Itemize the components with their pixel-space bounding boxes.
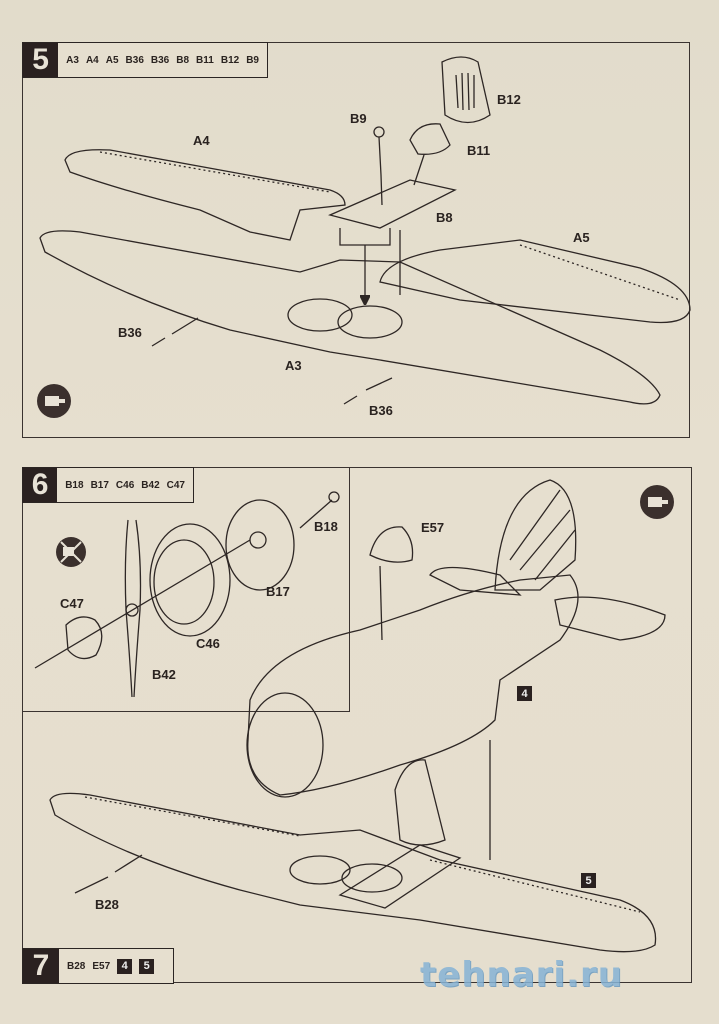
- part-label-b9: B9: [350, 111, 367, 126]
- part-label-b11: B11: [467, 143, 491, 158]
- step-6-header: 6 B18 B17 C46 B42 C47: [22, 467, 194, 503]
- part-ref: B17: [90, 479, 109, 491]
- glue-icon: [640, 485, 674, 519]
- part-ref: B18: [65, 479, 84, 491]
- part-ref: B36: [125, 54, 144, 66]
- part-label-b28: B28: [95, 897, 119, 912]
- part-label-b36-right: B36: [369, 403, 393, 418]
- part-label-b42: B42: [152, 667, 176, 682]
- parts-list: A3 A4 A5 B36 B36 B8 B11 B12 B9: [58, 43, 267, 77]
- part-label-a5: A5: [573, 230, 590, 245]
- step-5-panel: [22, 42, 690, 438]
- assembled-wing-drawing: [49, 792, 657, 953]
- part-label-b17: B17: [266, 584, 290, 599]
- part-ref: B9: [246, 54, 259, 66]
- step-number: 5: [23, 43, 59, 77]
- seat-b11-drawing: [409, 123, 451, 186]
- assembly-axis-line: [34, 539, 251, 669]
- step-5-header: 5 A3 A4 A5 B36 B36 B8 B11 B12 B9: [22, 42, 268, 78]
- step-6-7-panel: [22, 467, 692, 983]
- part-label-a4: A4: [193, 133, 210, 148]
- pin-b36-left-drawing: [151, 317, 199, 347]
- part-ref: B36: [150, 54, 170, 66]
- part-label-c47: C47: [60, 596, 84, 611]
- watermark: tehnari.ru: [420, 955, 623, 995]
- step-ref-badge: 5: [139, 958, 155, 974]
- control-stick-b9-drawing: [373, 126, 385, 206]
- canopy-e57-drawing: [369, 526, 414, 641]
- engine-b17-drawing: [225, 499, 295, 591]
- step-ref-badge: 4: [117, 958, 133, 974]
- part-ref: C47: [166, 479, 185, 491]
- cockpit-floor-b8-drawing: [328, 179, 457, 300]
- part-ref: A4: [85, 54, 99, 66]
- pin-b28-drawing: [74, 854, 143, 894]
- fuselage-drawing: [246, 574, 579, 798]
- cowling-c46-drawing: [149, 523, 231, 637]
- part-ref: B12: [220, 54, 240, 66]
- propeller-b42-drawing: [124, 519, 142, 698]
- part-ref: A5: [105, 54, 119, 66]
- spinner-c47-drawing: [65, 616, 103, 660]
- step-7-header: 7 B28 E57 4 5: [22, 948, 174, 984]
- part-ref: B28: [67, 960, 86, 972]
- step-number: 6: [23, 468, 58, 502]
- no-glue-icon: [56, 537, 86, 567]
- part-ref: A3: [66, 54, 79, 66]
- wing-a4-drawing: [64, 149, 346, 241]
- part-label-e57: E57: [421, 520, 445, 535]
- glue-icon: [37, 384, 71, 418]
- part-label-b12: B12: [497, 92, 521, 107]
- part-ref: B11: [196, 54, 214, 66]
- pin-b36-right-drawing: [343, 377, 393, 405]
- wing-a5-drawing: [379, 239, 691, 324]
- part-ref: B42: [141, 479, 160, 491]
- parts-list: B18 B17 C46 B42 C47: [57, 468, 193, 502]
- tail-fin-drawing: [494, 479, 577, 591]
- part-ref: C46: [115, 479, 135, 491]
- part-label-c46: C46: [196, 636, 220, 651]
- step-ref-badge-5: 5: [581, 873, 596, 888]
- part-label-a3: A3: [285, 358, 302, 373]
- part-label-b18: B18: [314, 519, 338, 534]
- part-ref: E57: [92, 960, 111, 972]
- step-ref-badge-4: 4: [517, 686, 532, 701]
- step-number: 7: [23, 949, 59, 983]
- parts-list: B28 E57 4 5: [59, 949, 162, 983]
- part-label-b36-left: B36: [118, 325, 142, 340]
- seat-back-b12-drawing: [441, 56, 491, 124]
- part-ref: B8: [176, 54, 190, 66]
- shaft-b18-drawing: [299, 491, 340, 529]
- wing-lower-a3-drawing: [39, 230, 661, 405]
- part-label-b8: B8: [436, 210, 453, 225]
- seat-step7-drawing: [394, 759, 446, 846]
- cockpit-floor-step7-drawing: [338, 844, 462, 909]
- cross-icon: [60, 541, 82, 563]
- stabilizer-drawing: [429, 566, 666, 641]
